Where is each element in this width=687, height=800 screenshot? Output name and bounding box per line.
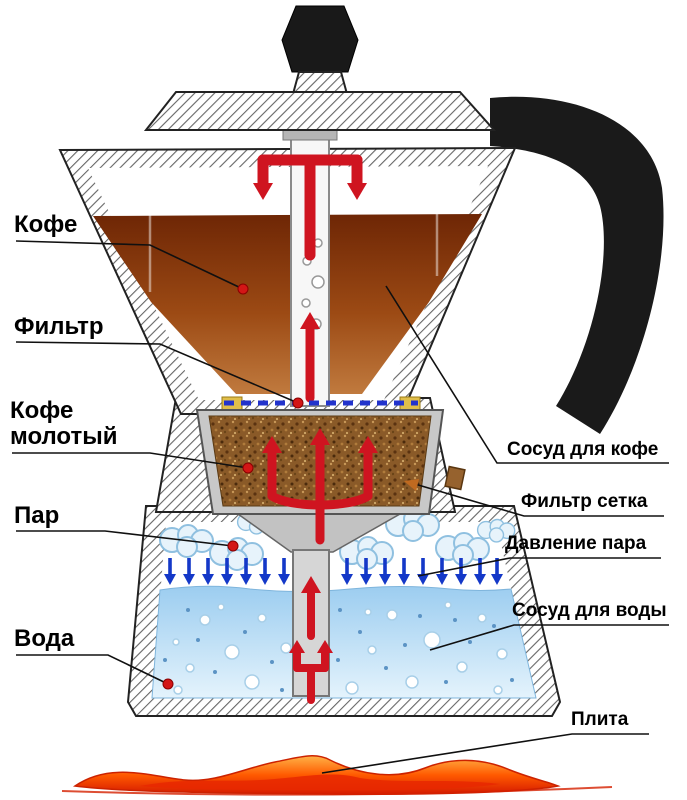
label-filter: Фильтр — [14, 313, 104, 340]
water — [151, 585, 537, 699]
filter-plate — [221, 396, 421, 411]
riser-tube-cap — [282, 129, 338, 141]
basket-arrows — [267, 437, 373, 545]
label-steam: Пар — [14, 502, 60, 529]
label-endpoint-dots — [162, 283, 304, 690]
water-bubbles — [172, 601, 508, 695]
label-ground-coffee: Кофе молотый — [10, 398, 118, 450]
inner-wall-highlights — [148, 175, 439, 292]
label-coffee-vessel: Сосуд для кофе — [507, 439, 659, 460]
label-steam-pressure: Давление пара — [505, 533, 647, 554]
lid — [143, 91, 497, 131]
brewed-coffee — [93, 214, 482, 394]
leader-lines — [12, 240, 669, 774]
label-ground-coffee-line1: Кофе — [10, 397, 74, 424]
label-stove: Плита — [571, 709, 629, 730]
label-water-vessel: Сосуд для воды — [512, 600, 667, 621]
stove-flame — [61, 755, 613, 796]
label-water: Вода — [14, 625, 75, 652]
knob-neck — [291, 71, 349, 95]
safety-valve — [444, 465, 466, 491]
water-specks — [163, 608, 514, 692]
lid-knob — [281, 5, 359, 73]
handle — [490, 96, 664, 434]
label-coffee: Кофе — [14, 211, 78, 238]
label-ground-coffee-line2: молотый — [10, 422, 118, 450]
lower-tube-arrows — [293, 586, 329, 704]
label-filter-mesh: Фильтр сетка — [521, 491, 648, 512]
filter-mesh-pointer — [404, 479, 419, 491]
coffee-fountain-arrows — [257, 154, 363, 403]
